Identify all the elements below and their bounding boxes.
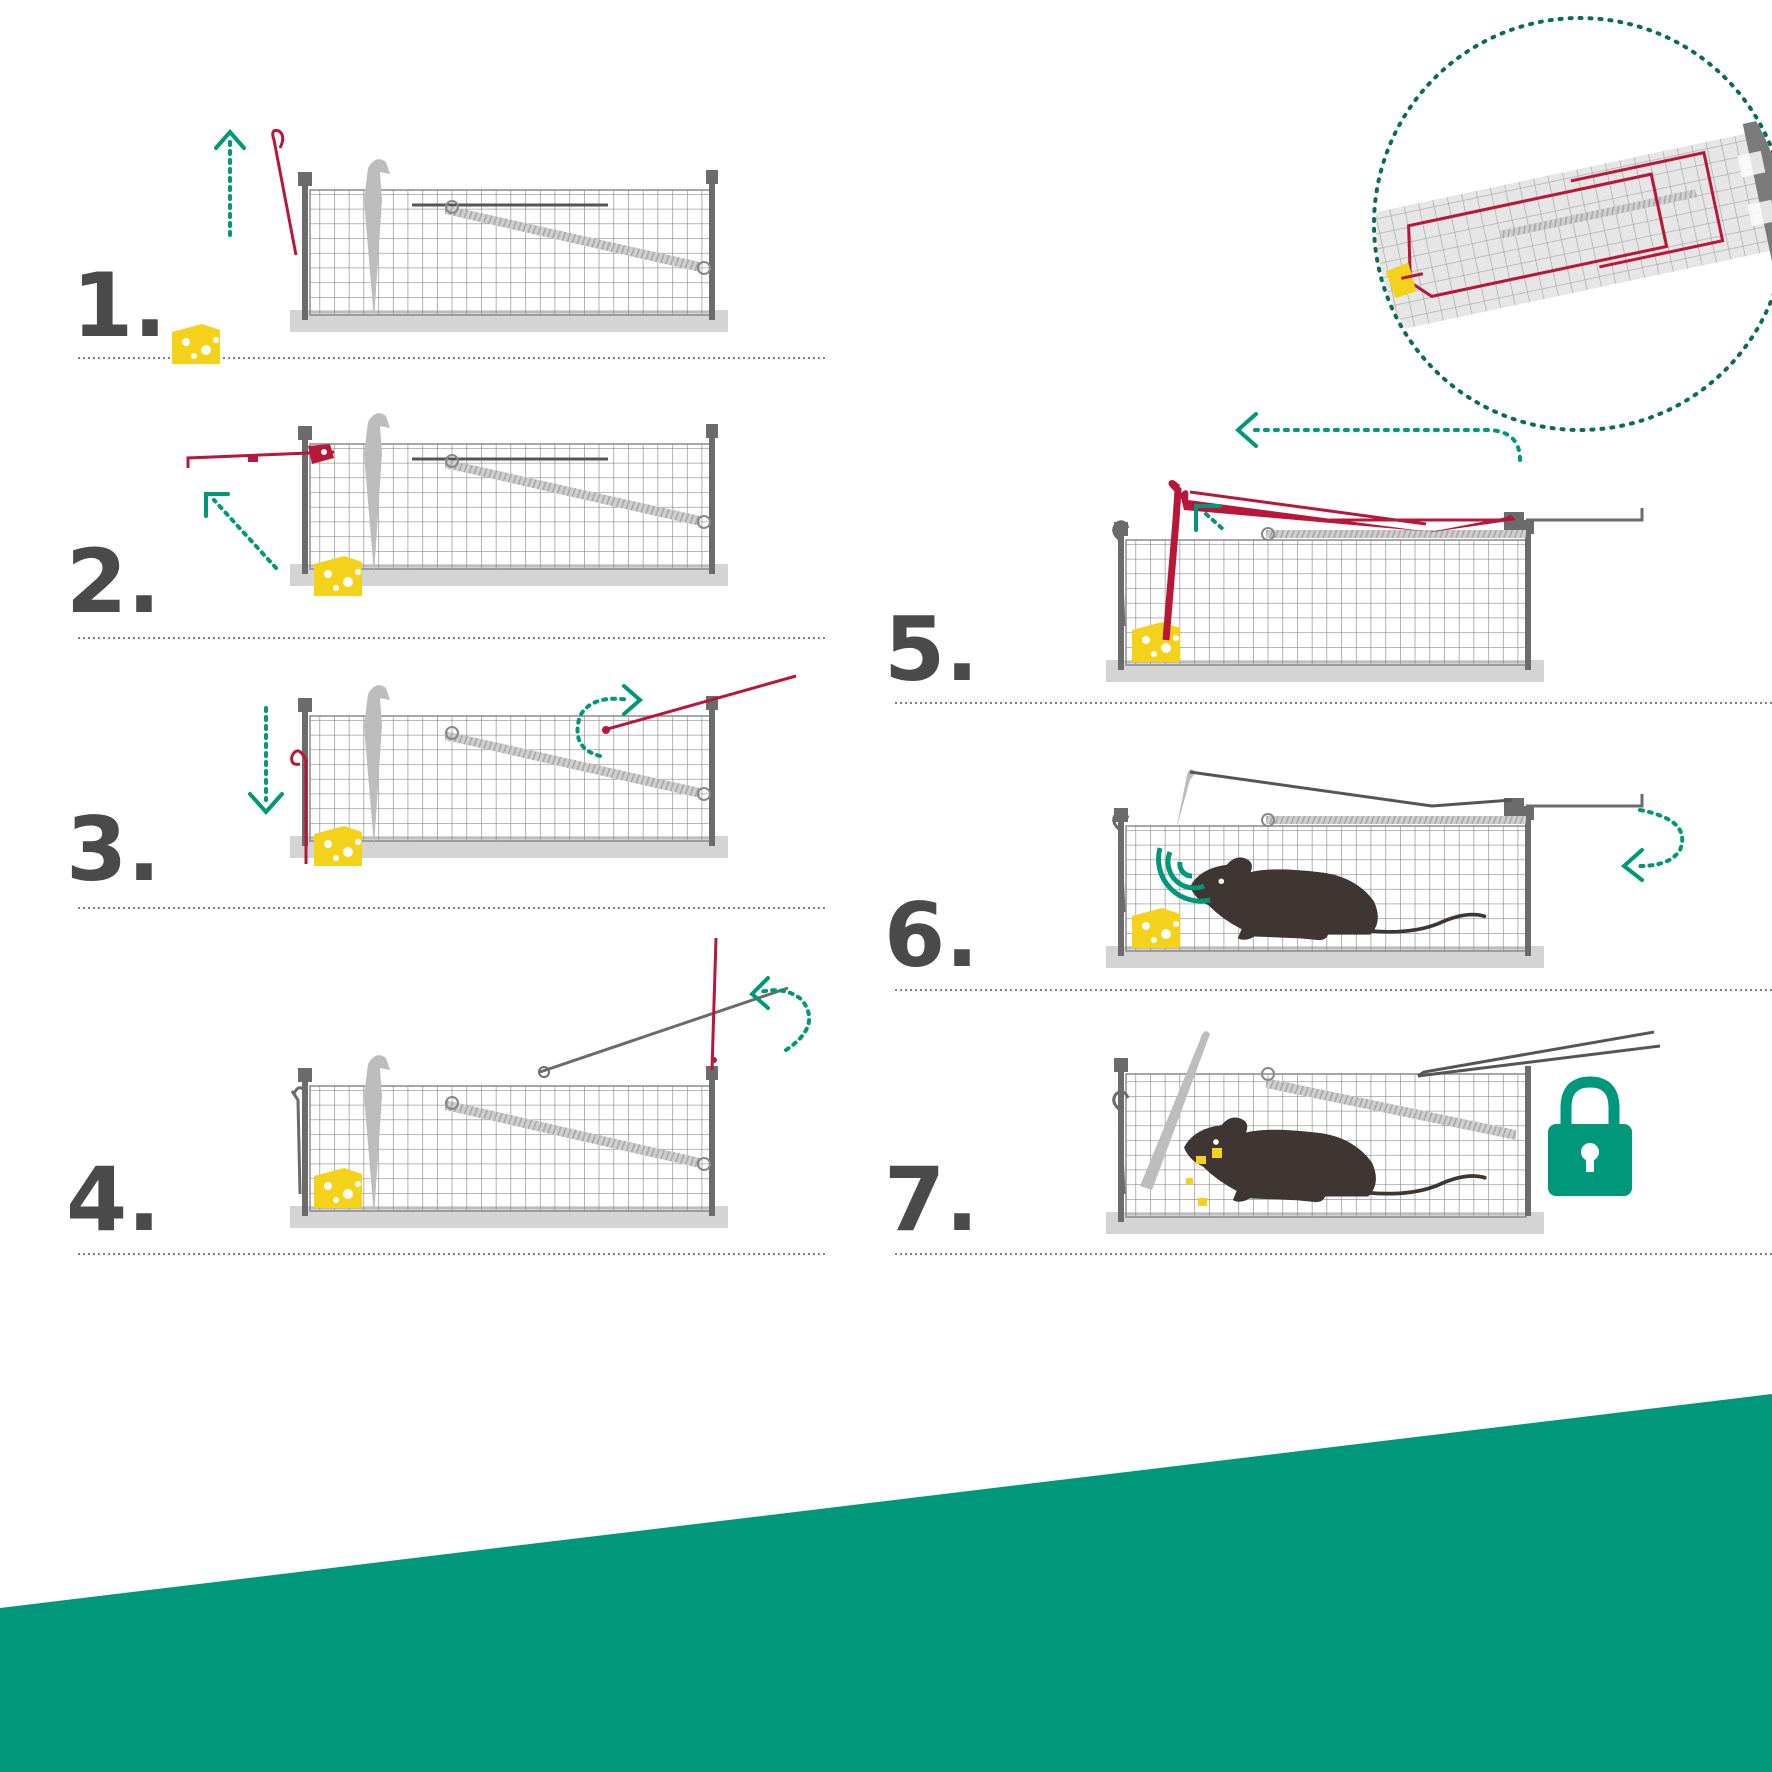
step-4: 4. — [66, 937, 812, 1251]
dotted-arrow-icon — [1248, 428, 1522, 462]
step-7-label: 7. — [884, 1148, 979, 1251]
cage-4 — [289, 986, 789, 1229]
step-1: 1. — [72, 128, 729, 364]
step-6: 6. — [884, 769, 1685, 987]
step-3-label: 3. — [66, 798, 161, 901]
cage-2 — [289, 413, 729, 596]
step-2: 2. — [66, 413, 729, 633]
cheese-icon — [172, 324, 220, 364]
step-5-label: 5. — [884, 598, 979, 701]
step-7: 7. — [884, 1030, 1661, 1251]
step-1-label: 1. — [72, 254, 167, 357]
dotted-arrow-icon — [758, 988, 812, 1052]
trigger-rod-icon — [603, 674, 797, 732]
step-4-label: 4. — [66, 1148, 161, 1251]
brand-footer-band — [0, 1394, 1772, 1772]
trigger-pin-icon — [290, 749, 308, 864]
zoom-detail-icon — [1372, 16, 1772, 432]
cage-3 — [289, 685, 729, 866]
dotted-arrow-icon — [1638, 808, 1685, 868]
padlock-icon — [1548, 1076, 1632, 1196]
separator-lines — [78, 357, 1772, 1255]
step-3: 3. — [66, 674, 797, 901]
sensing-wave-icon — [1156, 847, 1211, 904]
trigger-pin-icon — [271, 128, 298, 256]
cage-5 — [1105, 508, 1644, 683]
step-6-label: 6. — [884, 884, 979, 987]
cage-1 — [289, 159, 729, 333]
cage-6 — [1105, 794, 1644, 969]
trigger-rod-icon — [186, 450, 335, 468]
step-2-label: 2. — [66, 530, 161, 633]
step-5: 5. — [884, 412, 1644, 701]
cheese-crumbs-icon — [1186, 1148, 1222, 1206]
dotted-arrow-icon — [212, 498, 278, 570]
trigger-rod-icon — [710, 937, 718, 1071]
